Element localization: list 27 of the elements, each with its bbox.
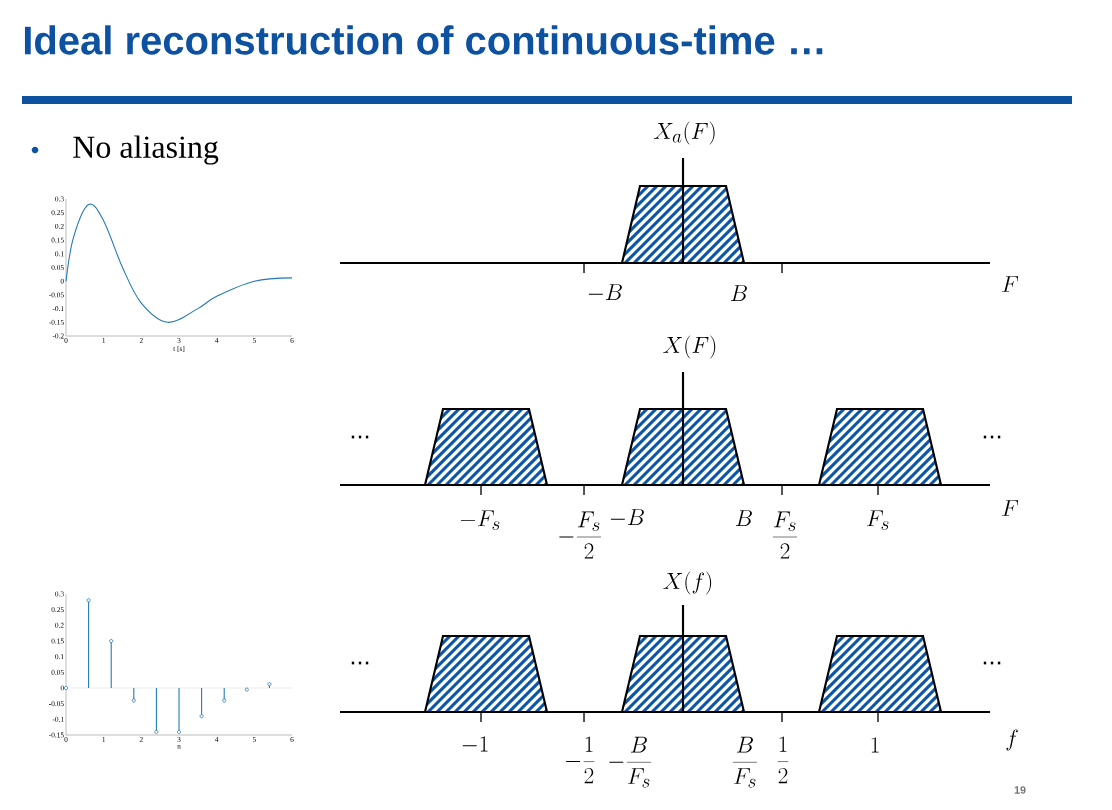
tick-label: $\frac{F_s}{2}$ [772, 511, 798, 559]
tick-label: $B$ [735, 510, 752, 526]
tick-label: $1$ [871, 737, 879, 753]
tick-label: $\frac{B}{F_s}$ [732, 736, 758, 788]
tick-label: $-B$ [610, 509, 644, 525]
ellipsis: ... [351, 661, 369, 665]
page-number: 19 [1014, 786, 1026, 794]
tick-label: $-\frac{1}{2}$ [566, 736, 595, 784]
axis-label: $F$ [1002, 500, 1019, 516]
bullet-text: No aliasing [73, 135, 219, 165]
title: Ideal reconstruction of continuous-time … [24, 25, 823, 55]
axis-label: $X(f)$ [663, 571, 712, 595]
tick-label: $B$ [730, 285, 747, 301]
axis-label: $F$ [1002, 276, 1019, 292]
ellipsis: ... [983, 661, 1001, 665]
ellipsis: ... [983, 435, 1001, 439]
axis-label: $X_a(F)$ [653, 121, 715, 145]
tick-label: $\frac{1}{2}$ [777, 736, 789, 784]
tick-label: $-\frac{B}{F_s}$ [609, 736, 652, 788]
tick-label: $F_s$ [867, 510, 889, 530]
ellipsis: ... [351, 435, 369, 439]
tick-label: $-1$ [462, 736, 488, 752]
axis-label: $X(F)$ [663, 335, 716, 359]
tick-label: $-B$ [588, 284, 622, 300]
axis-label: $f$ [1006, 729, 1018, 751]
tick-label: $-F_s$ [460, 510, 500, 530]
tick-label: $-\frac{F_s}{2}$ [559, 511, 602, 559]
